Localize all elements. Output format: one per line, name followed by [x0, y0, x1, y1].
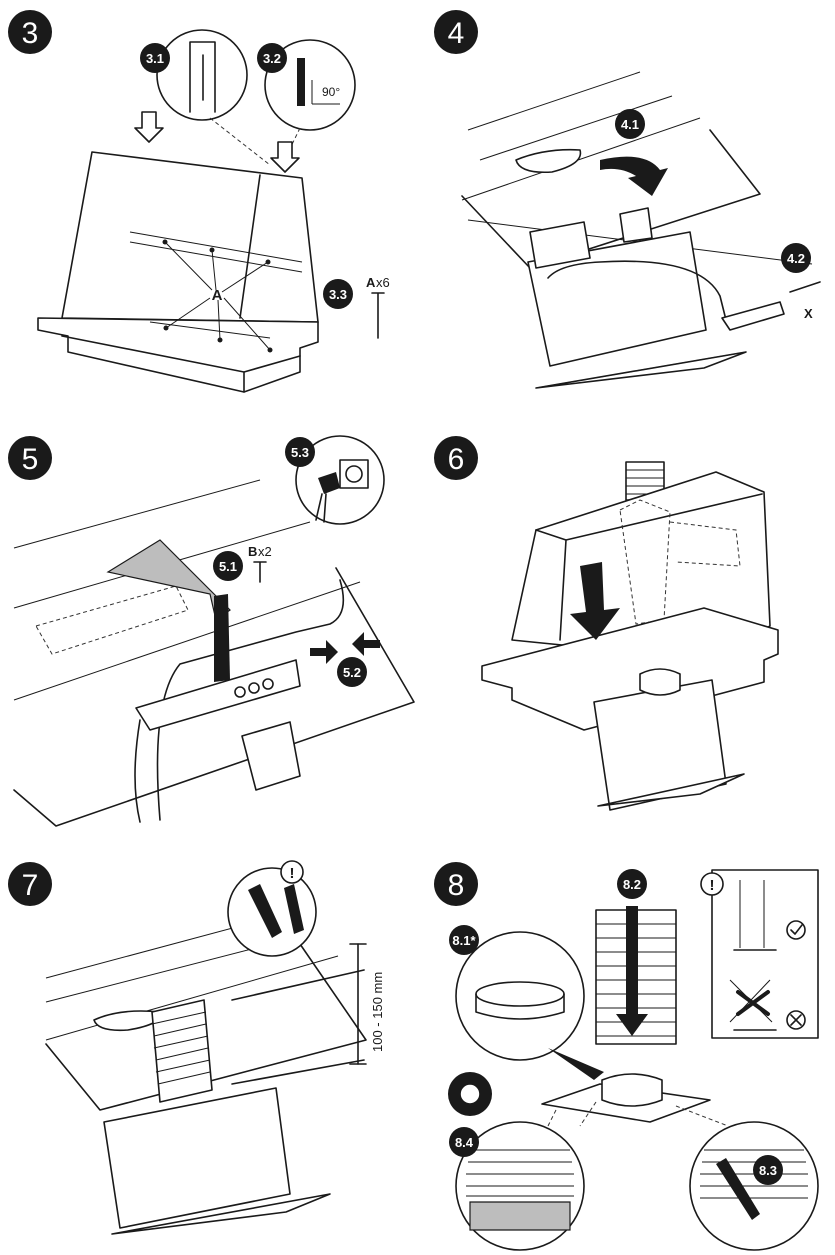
step-3-badge [8, 10, 52, 54]
warning-box-label: ! [710, 877, 715, 894]
step-3-1-badge [140, 43, 170, 73]
step-3-2-badge [257, 43, 287, 73]
bracket-outline [35, 585, 189, 655]
panel-step-4: 4 4.1 4.2 X [434, 10, 821, 389]
control-bracket [721, 301, 785, 331]
step-8-2-badge [617, 869, 647, 899]
step-5-badge [8, 436, 52, 480]
warning-icon [280, 860, 304, 884]
hood-canopy [61, 151, 319, 323]
panel-step-5: 5 5.2 5.1 B x2 5.3 [8, 435, 415, 827]
power-cable [214, 594, 230, 682]
angle-label: 90° [322, 85, 340, 99]
duct-collar [601, 1073, 663, 1107]
screw-icon [253, 561, 267, 583]
point-a-label: A [212, 287, 223, 304]
warning-icon [700, 872, 724, 896]
step-7-badge [8, 862, 52, 906]
step-3-2-label: 3.2 [263, 51, 281, 66]
screw-icon [371, 292, 385, 339]
screw-a-count: x6 [376, 275, 390, 290]
socket-icon [339, 459, 369, 489]
hidden-duct [619, 499, 671, 625]
screw-b-letter: B [248, 544, 257, 559]
detail-3-1-circle [156, 29, 248, 121]
screwdriver-icon [716, 1158, 760, 1220]
pull-arrow-icon [789, 281, 821, 293]
down-arrow-icon [570, 562, 620, 640]
control-buttons [234, 678, 274, 698]
step-3-3-label: 3.3 [329, 287, 347, 302]
step-6-badge [434, 436, 478, 480]
rotate-arrow-icon [600, 156, 668, 196]
step-8-3-label: 8.3 [759, 1163, 777, 1178]
panel-step-3: 3 3.1 90° 3.2 A 3.3 A x6 [8, 10, 390, 393]
side-x-label: X [804, 306, 813, 321]
step-5-3-label: 5.3 [291, 445, 309, 460]
warning-label: ! [290, 865, 295, 882]
step-8-badge [434, 862, 478, 906]
push-arrow-icon [352, 632, 380, 656]
sealing-tape [469, 1201, 571, 1231]
step-5-3-badge [285, 437, 315, 467]
step-5-1-badge [213, 551, 243, 581]
motor-unit [103, 1087, 291, 1229]
push-arrow-icon [310, 640, 338, 664]
collar-ring [475, 981, 565, 1007]
hood-base [37, 317, 319, 393]
plug-icon [318, 472, 340, 494]
panel-step-8: 8 8.1* 8.2 ! 8.4 [434, 862, 819, 1251]
level-tool [297, 58, 305, 106]
step-3-number: 3 [22, 17, 39, 50]
screw-b-count: x2 [258, 544, 272, 559]
ceiling-slot [515, 148, 582, 174]
power-cable [547, 260, 727, 321]
step-8-2-label: 8.2 [623, 877, 641, 892]
step-3-1-label: 3.1 [146, 51, 164, 66]
detail-3-2-circle [264, 39, 356, 131]
panel-step-6: 6 [434, 436, 779, 811]
step-6-number: 6 [448, 443, 465, 476]
step-4-1-badge [615, 109, 645, 139]
step-4-2-label: 4.2 [787, 251, 805, 266]
step-4-2-badge [781, 243, 811, 273]
step-8-1-badge [449, 925, 479, 955]
step-5-1-label: 5.1 [219, 559, 237, 574]
bracket-detail [189, 41, 216, 113]
down-arrow-icon [134, 111, 164, 143]
step-5-2-badge [337, 657, 367, 687]
screw-a-letter: A [366, 275, 376, 290]
step-4-1-label: 4.1 [621, 117, 639, 132]
down-arrow-icon [616, 906, 648, 1036]
step-8-3-badge [753, 1155, 783, 1185]
ceiling-slot [93, 1010, 162, 1032]
step-7-number: 7 [22, 869, 39, 902]
step-3-3-badge [323, 279, 353, 309]
step-4-number: 4 [448, 17, 465, 50]
down-arrow-icon [270, 141, 300, 173]
step-8-4-label: 8.4 [455, 1135, 474, 1150]
panel-step-7: 7 100 - 150 mm ! [8, 860, 385, 1235]
duct-bottom [639, 668, 681, 696]
pliers-icon [248, 884, 282, 938]
mounting-points [162, 239, 273, 353]
step-5-2-label: 5.2 [343, 665, 361, 680]
step-8-1-label: 8.1* [452, 933, 476, 948]
step-5-number: 5 [22, 443, 39, 476]
flexible-duct [151, 999, 213, 1103]
distance-label: 100 - 150 mm [370, 972, 385, 1052]
step-8-number: 8 [448, 869, 465, 902]
step-8-4-badge [449, 1127, 479, 1157]
move-arrow-icon [106, 539, 231, 622]
ceiling-panel [13, 567, 415, 827]
ceiling-panel [45, 943, 367, 1111]
hood-base [481, 607, 779, 731]
check-circle-icon [786, 920, 806, 940]
control-board [135, 659, 301, 731]
step-4-badge [434, 10, 478, 54]
cutter-icon [284, 884, 304, 934]
